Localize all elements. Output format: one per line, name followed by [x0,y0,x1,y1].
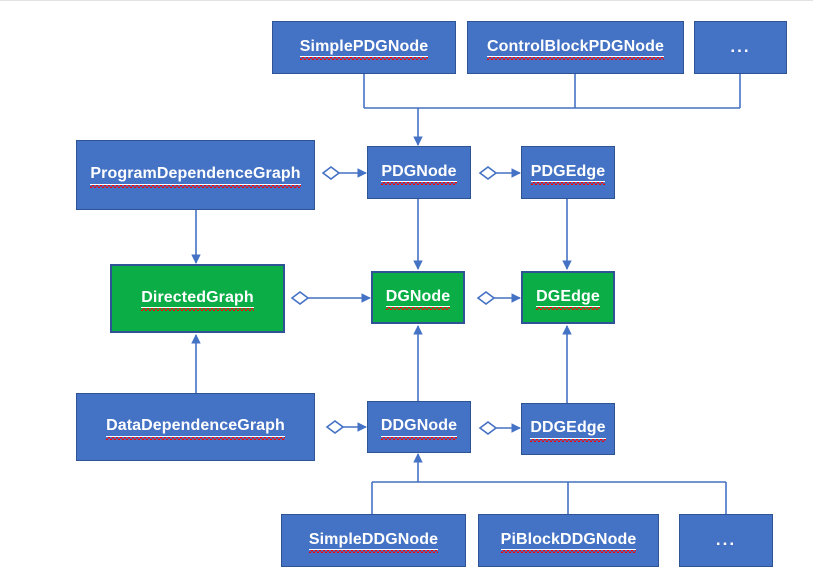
agg-directedgraph-to-dgnode [290,291,371,305]
class-label-dgedge: DGEdge [536,288,600,310]
class-box-directedgraph[interactable]: DirectedGraph [110,264,285,333]
class-label-controlblockpdgnode: ControlBlockPDGNode [486,38,665,60]
class-box-controlblockpdgnode[interactable]: ControlBlockPDGNode [467,21,684,74]
class-box-simplepdgnode[interactable]: SimplePDGNode [272,21,456,74]
class-box-ddgedge[interactable]: DDGEdge [521,403,615,455]
class-label-pdgedge: PDGEdge [530,163,606,185]
class-box-pdgedge[interactable]: PDGEdge [521,146,615,199]
generalization-bottom-bus [371,453,727,514]
class-label-pdgnode: PDGNode [381,163,458,185]
generalization-top-bus [363,74,741,146]
class-box-ddgnode[interactable]: DDGNode [367,401,471,453]
aggregation-links [290,166,521,435]
class-label-bottom-ellipsis: ... [715,529,737,549]
agg-programdependencegraph-to-pdgnode [321,166,367,180]
agg-datadependencegraph-to-ddgnode [325,420,367,434]
class-box-dgnode[interactable]: DGNode [371,271,465,324]
class-label-piblockddgnode: PiBlockDDGNode [500,531,637,553]
agg-dgnode-to-dgedge [476,291,521,305]
class-label-ddgnode: DDGNode [380,417,458,440]
class-box-simpleddgnode[interactable]: SimpleDDGNode [281,514,466,567]
agg-ddgnode-to-ddgedge [478,421,521,435]
class-label-simplepdgnode: SimplePDGNode [299,38,429,60]
class-label-ddgedge: DDGEdge [530,419,607,442]
class-box-pdgnode[interactable]: PDGNode [367,146,471,199]
class-box-piblockddgnode[interactable]: PiBlockDDGNode [478,514,659,567]
class-label-programdependencegraph: ProgramDependenceGraph [90,165,301,188]
class-label-directedgraph: DirectedGraph [141,289,255,311]
class-label-dgnode: DGNode [385,288,451,310]
class-box-datadependencegraph[interactable]: DataDependenceGraph [76,393,315,461]
class-box-top-ellipsis[interactable]: ... [694,21,787,74]
agg-pdgnode-to-pdgedge [478,166,521,180]
class-label-top-ellipsis: ... [730,36,751,56]
generalization-vertical-links [191,199,572,403]
class-label-simpleddgnode: SimpleDDGNode [308,531,439,553]
class-box-bottom-ellipsis[interactable]: ... [679,514,773,567]
class-box-programdependencegraph[interactable]: ProgramDependenceGraph [76,140,315,210]
class-box-dgedge[interactable]: DGEdge [521,271,615,324]
class-label-datadependencegraph: DataDependenceGraph [106,417,285,440]
